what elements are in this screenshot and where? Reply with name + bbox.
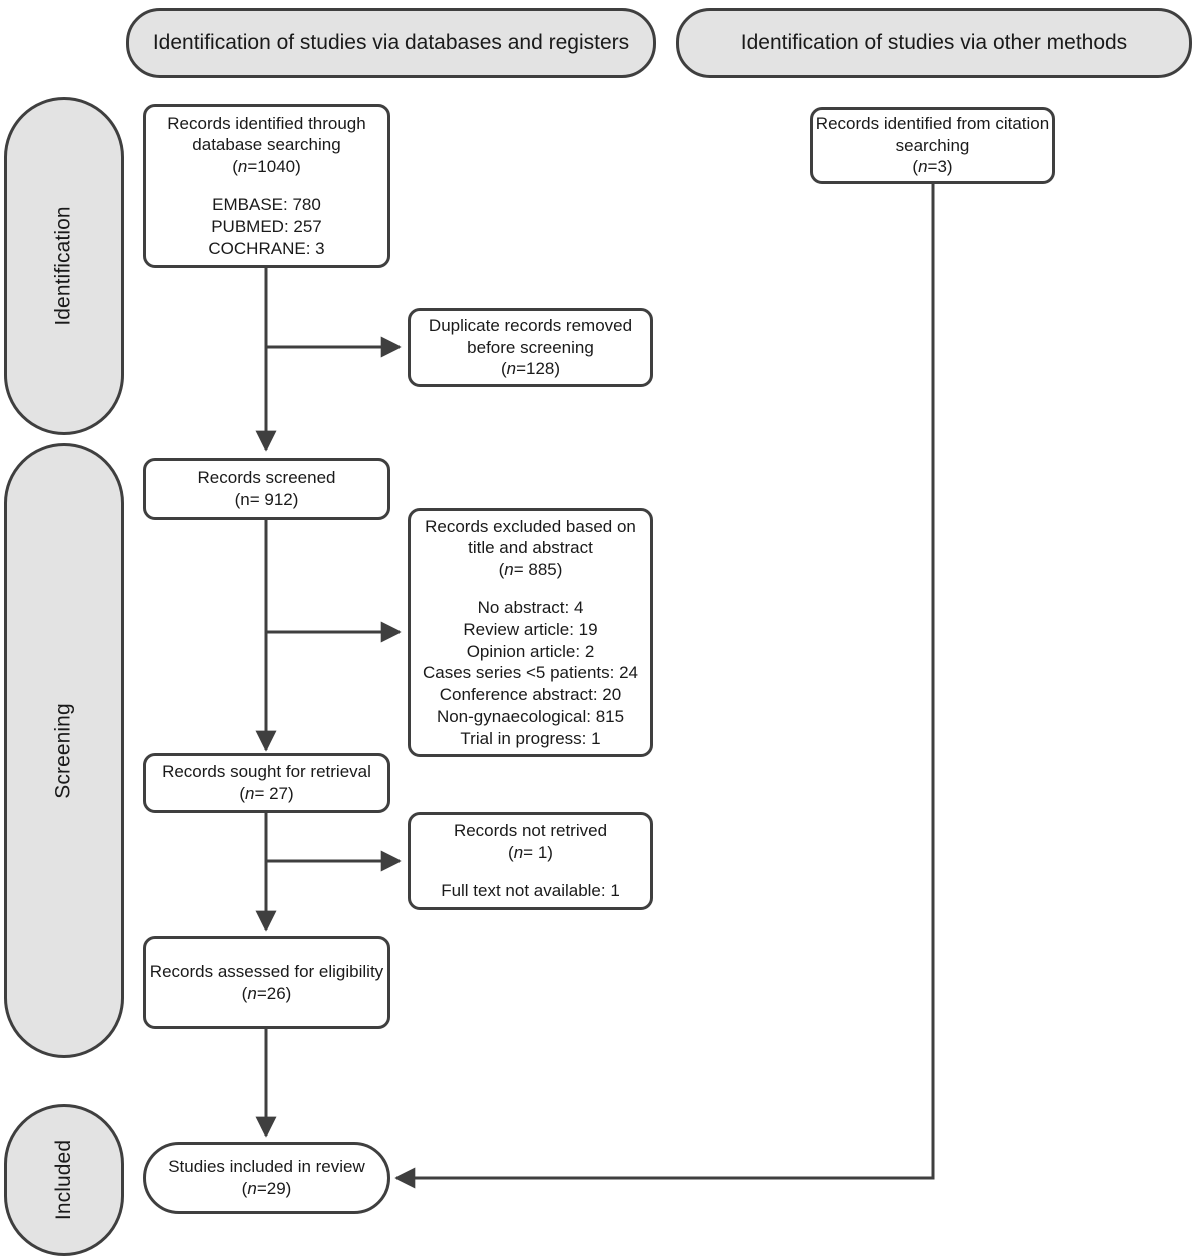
exclusion-reason: Opinion article: 2 <box>466 641 595 661</box>
node-line: Records sought for retrieval <box>162 762 371 782</box>
exclusion-reason: Conference abstract: 20 <box>439 685 622 705</box>
node-count: (n= 885) <box>498 560 563 580</box>
node-source-pubmed: PUBMED: 257 <box>211 216 322 236</box>
node-count: (n= 1) <box>508 843 553 863</box>
node-source-cochrane: COCHRANE: 3 <box>208 238 325 258</box>
banner-other-methods-label: Identification of studies via other meth… <box>740 31 1128 54</box>
records-identified-citation-box: Records identified from citation searchi… <box>810 107 1055 184</box>
exclusion-reason: Trial in progress: 1 <box>460 728 601 748</box>
exclusion-reason: Review article: 19 <box>463 619 598 639</box>
duplicate-records-removed-box: Duplicate records removed before screeni… <box>408 308 653 387</box>
node-count: (n=26) <box>241 983 292 1003</box>
node-line: Records identified through <box>167 113 366 133</box>
stage-screening-label: Screening <box>52 702 75 799</box>
stage-identification-label: Identification <box>52 206 75 326</box>
records-screened-box: Records screened (n= 912) <box>143 458 390 520</box>
exclusion-reason: No abstract: 4 <box>477 598 584 618</box>
banner-databases-and-registers: Identification of studies via databases … <box>126 8 656 78</box>
records-assessed-for-eligibility-box: Records assessed for eligibility (n=26) <box>143 936 390 1029</box>
node-line: database searching <box>192 135 341 155</box>
node-line: Records not retrived <box>453 821 608 841</box>
exclusion-reason: Cases series <5 patients: 24 <box>423 663 638 683</box>
node-line: Records screened <box>197 468 336 488</box>
node-count: (n=1040) <box>232 157 301 177</box>
exclusion-reason: Non-gynaecological: 815 <box>436 706 625 726</box>
records-sought-for-retrieval-box: Records sought for retrieval (n= 27) <box>143 753 390 813</box>
banner-other-methods: Identification of studies via other meth… <box>676 8 1192 78</box>
studies-included-in-review-box: Studies included in review (n=29) <box>143 1142 390 1214</box>
not-retrieved-reason: Full text not available: 1 <box>441 880 620 900</box>
node-line: Records excluded based on <box>425 516 636 536</box>
stage-screening: Screening <box>4 443 124 1058</box>
node-count: (n= 27) <box>239 784 294 803</box>
node-line: before screening <box>467 337 594 357</box>
node-line: Duplicate records removed <box>428 315 633 335</box>
node-line: title and abstract <box>468 538 593 558</box>
node-count: (n=128) <box>500 359 561 379</box>
node-line: Studies included in review <box>168 1157 365 1177</box>
node-line: searching <box>895 135 970 155</box>
records-identified-database-box: Records identified through database sear… <box>143 104 390 268</box>
stage-included: Included <box>4 1104 124 1256</box>
stage-identification: Identification <box>4 97 124 435</box>
records-not-retrieved-box: Records not retrived (n= 1) Full text no… <box>408 812 653 910</box>
node-count: (n=29) <box>241 1179 292 1198</box>
stage-included-label: Included <box>51 1139 75 1221</box>
node-count: (n= 912) <box>234 490 299 509</box>
node-source-embase: EMBASE: 780 <box>212 195 321 215</box>
node-line: Records assessed for eligibility <box>149 961 384 981</box>
records-excluded-box: Records excluded based on title and abst… <box>408 508 653 757</box>
node-count: (n=3) <box>912 157 953 177</box>
node-line: Records identified from citation <box>815 113 1050 133</box>
banner-databases-label: Identification of studies via databases … <box>152 31 630 54</box>
